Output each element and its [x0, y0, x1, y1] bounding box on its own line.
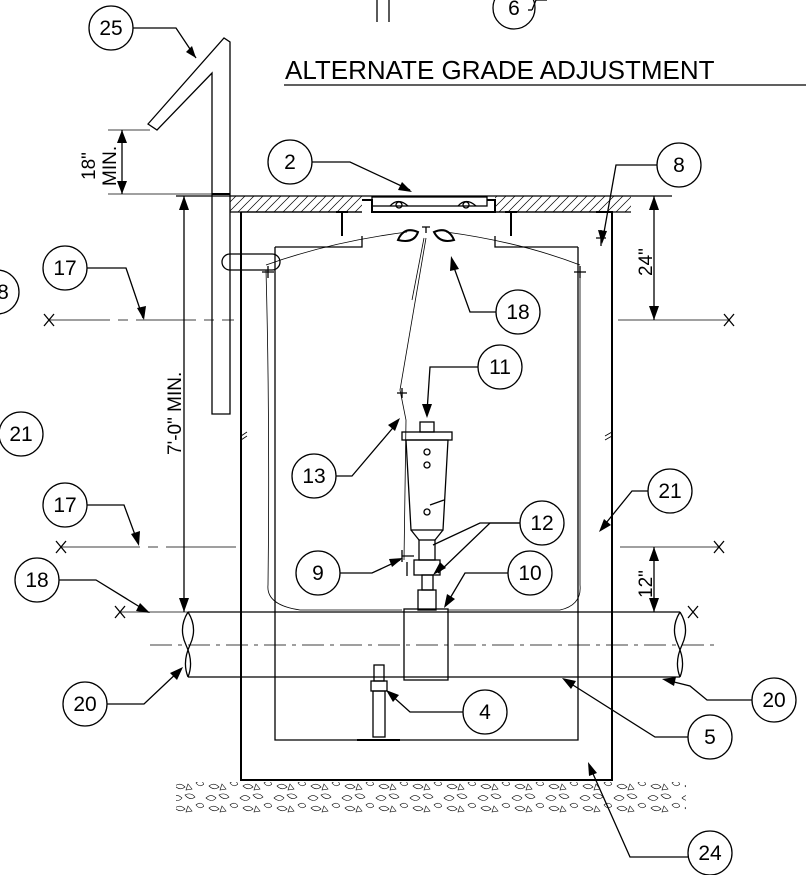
vent-pipe — [147, 37, 281, 415]
svg-text:17: 17 — [53, 257, 76, 280]
callout-bubble-17-lower: 17 — [42, 482, 88, 528]
svg-text:24: 24 — [698, 842, 722, 865]
svg-text:25: 25 — [99, 17, 122, 40]
drawing-title: ALTERNATE GRADE ADJUSTMENT — [285, 55, 715, 85]
callout-bubble-24: 24 — [687, 830, 733, 875]
svg-text:12: 12 — [530, 512, 553, 535]
dimension-lines — [43, 129, 735, 619]
pipe-support-stand — [357, 664, 400, 741]
callout-bubble-20-right: 20 — [751, 677, 797, 723]
callout-bubble-5: 5 — [687, 714, 733, 760]
callout-bubble-25: 25 — [88, 5, 134, 51]
svg-text:20: 20 — [762, 689, 785, 712]
callout-bubble-9: 9 — [295, 550, 341, 596]
callout-bubble-21-left: 21 — [0, 411, 44, 457]
svg-text:21: 21 — [9, 423, 32, 446]
valve-vault-structure — [240, 211, 613, 781]
svg-text:6: 6 — [508, 0, 520, 20]
svg-text:8: 8 — [0, 281, 9, 304]
top-reference-lines — [376, 0, 547, 22]
dim-18-min: MIN. — [100, 146, 121, 186]
manhole-frame-and-cover — [336, 196, 517, 236]
dim-12-inch: 12" — [636, 570, 657, 598]
lifting-chains — [262, 226, 606, 611]
svg-text:9: 9 — [312, 562, 324, 585]
svg-text:18: 18 — [506, 301, 529, 324]
water-main-pipe — [150, 608, 718, 681]
svg-text:8: 8 — [673, 154, 685, 177]
svg-text:21: 21 — [658, 480, 681, 503]
callout-bubble-18-upper: 18 — [495, 289, 541, 335]
svg-text:11: 11 — [489, 356, 511, 379]
callout-bubble-18-lower: 18 — [14, 557, 60, 603]
svg-text:20: 20 — [73, 693, 96, 716]
svg-text:10: 10 — [518, 562, 541, 585]
svg-text:2: 2 — [284, 151, 296, 174]
callout-bubble-21-right: 21 — [647, 468, 693, 514]
pavement-surface — [176, 195, 672, 213]
callout-bubble-17-upper: 17 — [42, 245, 88, 291]
callout-bubble-6: 6 — [492, 0, 536, 30]
dim-18-inch: 18" — [79, 152, 100, 180]
dim-24-inch: 24" — [636, 248, 657, 276]
callout-bubble-4: 4 — [462, 689, 508, 735]
svg-text:4: 4 — [479, 701, 491, 724]
callout-bubble-11: 11 — [477, 344, 523, 390]
callout-bubble-12: 12 — [519, 500, 565, 546]
callout-leaders — [59, 9, 752, 858]
callout-bubble-13: 13 — [291, 453, 337, 499]
svg-text:13: 13 — [302, 465, 325, 488]
dim-7ft-min: 7'-0" MIN. — [165, 372, 186, 455]
callout-bubble-20-left: 20 — [62, 681, 108, 727]
svg-text:18: 18 — [25, 569, 48, 592]
callout-bubble-8-left: 8 — [0, 269, 20, 315]
callout-bubble-8-right: 8 — [656, 142, 702, 188]
gravel-base — [176, 782, 686, 814]
callout-bubble-2: 2 — [267, 139, 313, 185]
air-release-valve-assembly — [401, 421, 453, 611]
svg-text:5: 5 — [704, 726, 716, 749]
callout-bubble-10: 10 — [507, 550, 553, 596]
svg-text:17: 17 — [53, 494, 76, 517]
